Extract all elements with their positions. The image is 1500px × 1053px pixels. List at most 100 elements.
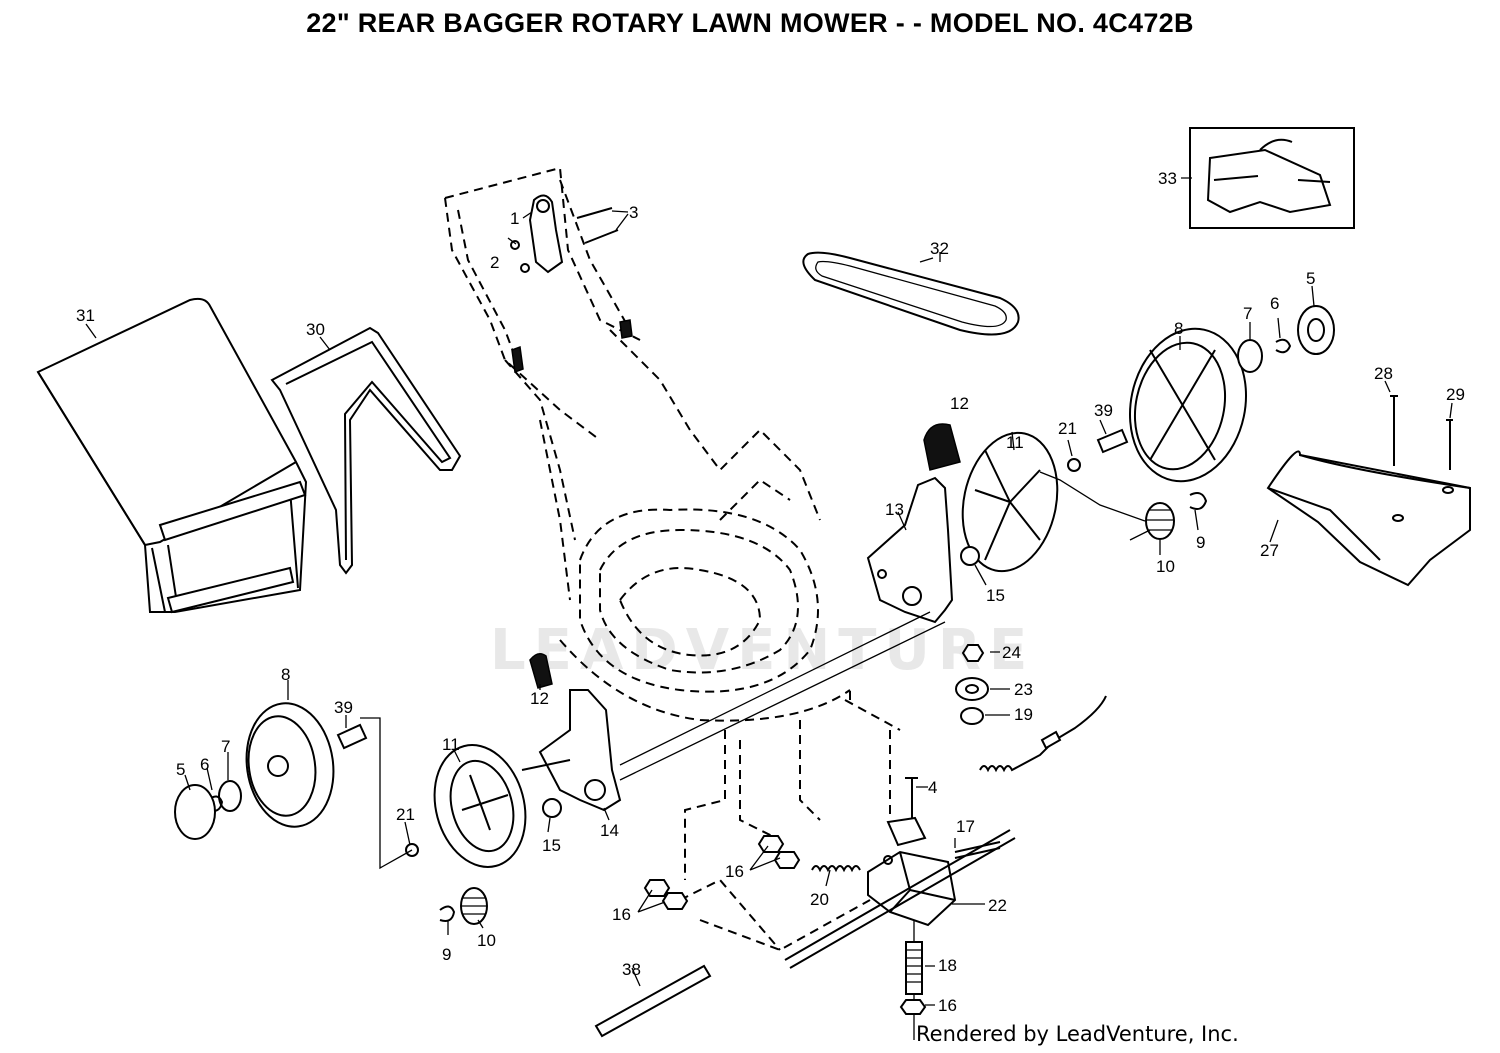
part-31-grass-bag[interactable] [36, 297, 308, 614]
callout-7-right: 7 [1243, 304, 1252, 323]
part-10-gear-right[interactable] [1145, 502, 1175, 540]
callout-4: 4 [928, 778, 937, 797]
callout-16-left: 16 [612, 905, 631, 924]
part-39-spacer-left[interactable] [336, 723, 368, 750]
part-23-pulley[interactable] [955, 677, 989, 701]
callout-5-left: 5 [176, 760, 185, 779]
part-30-bag-frame[interactable] [270, 326, 462, 575]
part-5-hubcap-left[interactable] [174, 784, 216, 840]
callout-2: 2 [490, 253, 499, 272]
part-29-screw[interactable] [1446, 419, 1453, 470]
part-19-spacer[interactable] [960, 707, 984, 725]
part-11-wheel-left[interactable] [421, 735, 538, 878]
part-12-cover-left[interactable] [529, 653, 553, 689]
part-38-rod[interactable] [594, 964, 712, 1038]
callout-22: 22 [988, 896, 1007, 915]
part-4-bolt[interactable] [905, 777, 918, 822]
callout-39-left: 39 [334, 698, 353, 717]
callout-8-left: 8 [281, 665, 290, 684]
part-22-transmission[interactable] [867, 816, 957, 927]
part-20-spring[interactable] [811, 865, 861, 873]
drive-shaft-dashed [679, 690, 901, 952]
callout-23: 23 [1014, 680, 1033, 699]
part-14-height-adjuster-left[interactable] [521, 689, 622, 812]
part-16-nuts-center[interactable] [757, 835, 801, 869]
part-12-cover-right[interactable] [923, 423, 961, 471]
part-27-rear-skirt[interactable] [1266, 450, 1471, 587]
callout-33: 33 [1158, 169, 1177, 188]
watermark: LEADVENTURE [490, 618, 1036, 683]
callout-17: 17 [956, 817, 975, 836]
part-28-screw[interactable] [1390, 395, 1398, 466]
callout-27: 27 [1260, 541, 1279, 560]
callout-6-right: 6 [1270, 294, 1279, 313]
diagram-title: 22" REAR BAGGER ROTARY LAWN MOWER - - MO… [306, 8, 1194, 38]
callout-16-bottom: 16 [938, 996, 957, 1015]
leader-lines [85, 177, 1453, 1006]
engine-deck-dashed [559, 478, 851, 722]
part-2-nuts[interactable] [510, 240, 530, 273]
callout-3: 3 [629, 203, 638, 222]
callout-8-right: 8 [1174, 319, 1183, 338]
drive-cable[interactable] [979, 695, 1107, 773]
callout-21-left: 21 [396, 805, 415, 824]
callout-7-left: 7 [221, 737, 230, 756]
callout-13: 13 [885, 500, 904, 519]
callout-29: 29 [1446, 385, 1465, 404]
part-16-nut-bottom[interactable] [899, 999, 927, 1015]
callout-28: 28 [1374, 364, 1393, 383]
callout-21-right: 21 [1058, 419, 1077, 438]
callout-12-right: 12 [950, 394, 969, 413]
part-13-height-adjuster-right[interactable] [866, 476, 954, 624]
callout-15-right: 15 [986, 586, 1005, 605]
rear-axle [619, 611, 946, 781]
callout-11-left: 11 [442, 735, 460, 754]
part-9-clip-left[interactable] [439, 905, 456, 922]
part-39-spacer-right[interactable] [1096, 428, 1129, 454]
part-21-washer-right[interactable] [1067, 458, 1081, 472]
part-32-belt[interactable] [802, 251, 1020, 336]
part-24-nut[interactable] [961, 644, 985, 662]
part-7-washer-left[interactable] [218, 780, 242, 812]
callout-18: 18 [938, 956, 957, 975]
part-16-nuts-left[interactable] [643, 879, 689, 910]
callout-38: 38 [622, 960, 641, 979]
handle-clips [511, 319, 633, 374]
callout-31: 31 [76, 306, 95, 325]
callout-15-left: 15 [542, 836, 561, 855]
callout-30: 30 [306, 320, 325, 339]
part-15-nut-left[interactable] [542, 798, 562, 818]
callout-19: 19 [1014, 705, 1033, 724]
callout-10-left: 10 [477, 931, 496, 950]
part-5-hubcap-right[interactable] [1297, 305, 1335, 355]
callout-16-center: 16 [725, 862, 744, 881]
callout-20: 20 [810, 890, 829, 909]
callout-24: 24 [1002, 643, 1021, 662]
callout-1: 1 [510, 209, 519, 228]
part-8-rear-wheel-right[interactable] [1116, 318, 1260, 492]
part-9-clip-right[interactable] [1189, 492, 1208, 510]
part-6-clip-right[interactable] [1275, 338, 1292, 354]
callout-11-right: 11 [1006, 433, 1024, 452]
cable-fitting [1040, 730, 1062, 750]
callout-39-right: 39 [1094, 401, 1113, 420]
callout-labels: 1 2 3 4 5 5 6 6 7 7 8 8 9 9 10 10 11 11 … [76, 169, 1465, 1015]
callout-5-right: 5 [1306, 269, 1315, 288]
callout-9-left: 9 [442, 945, 451, 964]
transmission-axle [784, 829, 1016, 969]
callout-14: 14 [600, 821, 619, 840]
callout-12-left: 12 [530, 689, 549, 708]
part-11-wheel-right[interactable] [950, 424, 1069, 580]
part-15-nut-right[interactable] [960, 546, 980, 566]
callout-32: 32 [930, 239, 949, 258]
part-1-control-bracket[interactable] [528, 194, 564, 274]
part-10-gear-left[interactable] [460, 887, 488, 925]
part-33-inset[interactable] [1189, 127, 1355, 229]
callout-9-right: 9 [1196, 533, 1205, 552]
part-3-bolts[interactable] [576, 207, 619, 244]
part-7-washer-right[interactable] [1237, 339, 1263, 373]
part-8-rear-wheel-left[interactable] [239, 698, 341, 833]
part-18-spring[interactable] [905, 941, 923, 995]
callout-6-left: 6 [200, 755, 209, 774]
